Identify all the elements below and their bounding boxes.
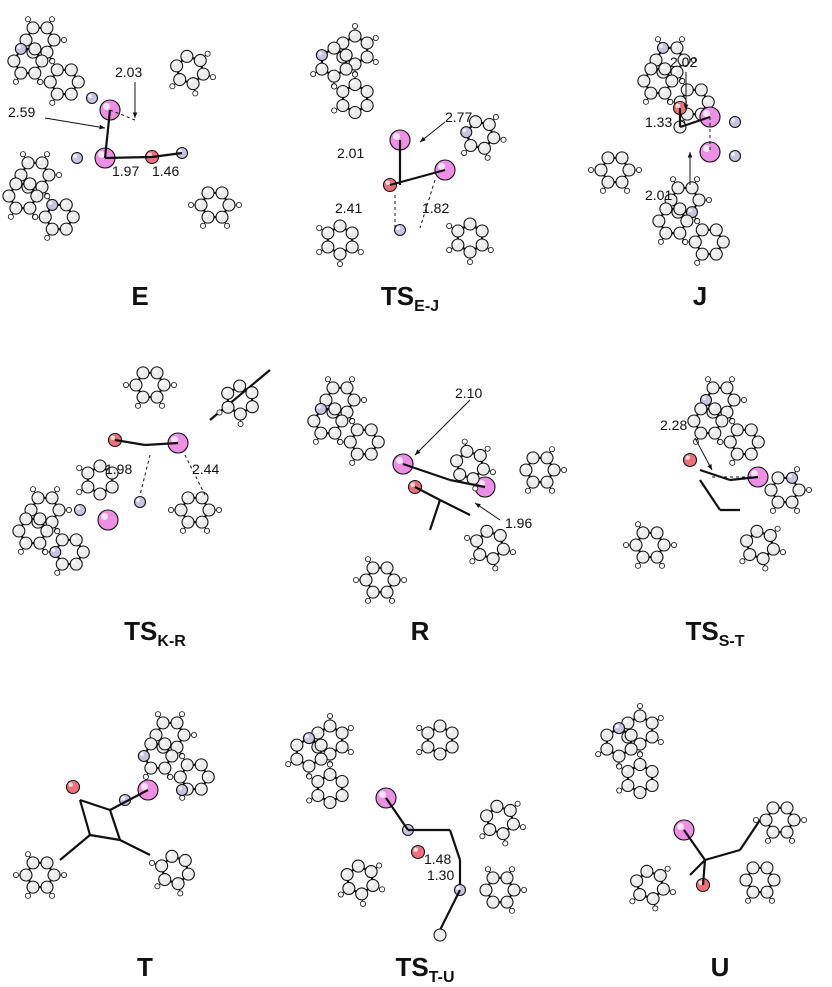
- bond-distance-label: 1.46: [152, 163, 179, 179]
- bond-distance-label: 2.41: [335, 200, 362, 216]
- bond-distance-label: 1.30: [427, 867, 454, 883]
- bond-distance-label: 1.98: [105, 461, 132, 477]
- bond-distance-label: 1.97: [112, 163, 139, 179]
- panel-label-R: R: [411, 616, 430, 646]
- bond-distance-label: 1.48: [424, 851, 451, 867]
- bond-distance-label: 2.03: [115, 64, 142, 80]
- bond-distance-label: 2.10: [455, 385, 482, 401]
- panel-label-TS_T-U: TST-U: [395, 952, 454, 986]
- panel-label-TS_K-R: TSK-R: [124, 616, 186, 650]
- panel-label-T: T: [137, 952, 153, 982]
- bond-distance-label: 2.44: [192, 461, 219, 477]
- panel-T: T: [12, 711, 215, 982]
- bond-distance-label: 2.59: [8, 104, 35, 120]
- panel-U: U: [595, 703, 808, 982]
- panel-E: 2.03 2.59 1.97 1.46E: [2, 16, 242, 311]
- panel-label-TS_S-T: TSS-T: [685, 616, 744, 650]
- bond-distance-label: 2.02: [670, 54, 697, 70]
- panel-label-U: U: [711, 952, 730, 982]
- panel-label-TS_E-J: TSE-J: [381, 281, 439, 315]
- panel-R: 2.10 1.96R: [307, 376, 568, 646]
- bond-distance-label: 1.82: [422, 200, 449, 216]
- panel-J: 2.02 1.33 2.01J: [588, 36, 742, 311]
- bond-distance-label: 2.01: [337, 145, 364, 161]
- bond-distance-label: 1.33: [645, 114, 672, 130]
- bond-distance-label: 2.01: [645, 187, 672, 203]
- panel-label-J: J: [693, 281, 707, 311]
- bond-distance-label: 2.77: [445, 109, 472, 125]
- bond-distance-label: 2.28: [660, 417, 687, 433]
- bond-distance-label: 1.96: [505, 515, 532, 531]
- panel-label-E: E: [131, 281, 148, 311]
